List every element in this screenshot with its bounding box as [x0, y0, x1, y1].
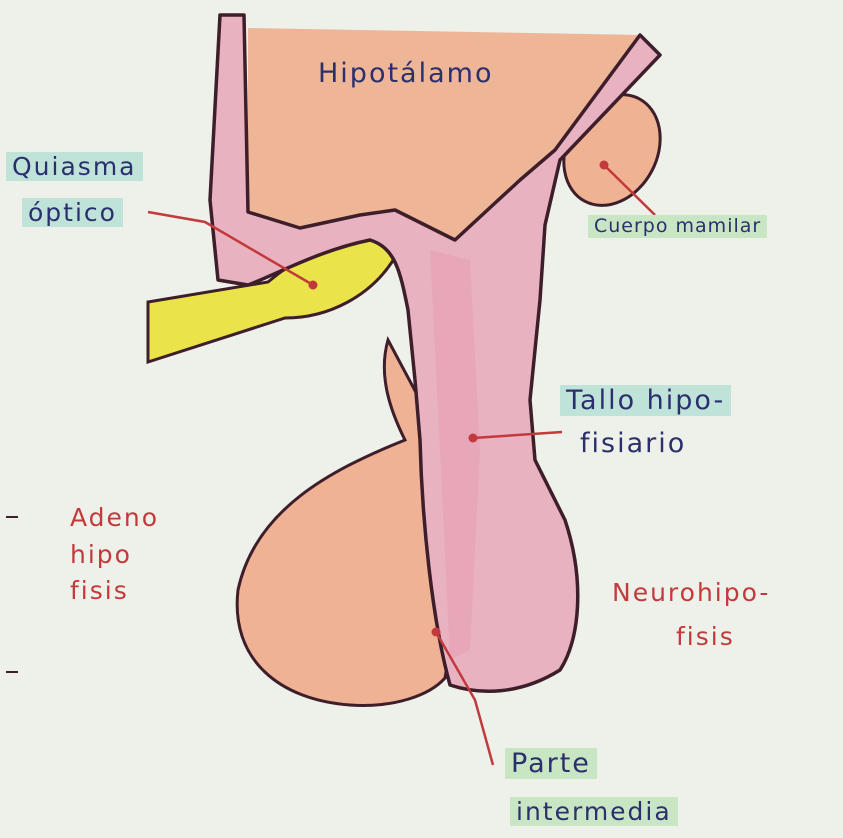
dot-quiasma [309, 281, 318, 290]
label-hipotalamo: Hipotálamo [318, 60, 493, 87]
label-cuerpo-mamilar: Cuerpo mamilar [588, 215, 767, 238]
dot-cuerpo-mamilar [600, 161, 609, 170]
label-parte-line1: Parte [505, 748, 597, 779]
label-tallo-line2: fisiario [580, 430, 686, 457]
label-tallo-line1: Tallo hipo- [560, 385, 731, 416]
label-parte-line2: intermedia [510, 797, 678, 826]
label-adeno-line2: hipo [70, 542, 132, 567]
label-adeno-line3: fisis [70, 578, 129, 603]
label-neuro-line1: Neurohipo- [612, 580, 770, 605]
dot-tallo [469, 434, 478, 443]
dot-parte-intermedia [432, 628, 441, 637]
label-quiasma-line1: Quiasma [6, 152, 143, 181]
label-quiasma-line2: óptico [22, 198, 123, 227]
edge-marks [6, 517, 18, 672]
label-neuro-line2: fisis [676, 624, 735, 649]
label-adeno-line1: Adeno [70, 505, 159, 530]
